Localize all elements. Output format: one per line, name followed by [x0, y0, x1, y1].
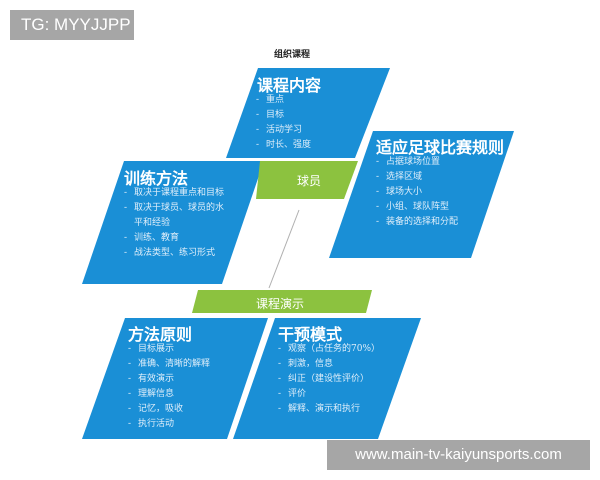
course-demo-bar-shape	[192, 290, 372, 313]
list-item-continuation: 平和经验	[134, 218, 171, 228]
list-item: -活动学习	[256, 125, 303, 135]
list-item: -解释、演示和执行	[278, 404, 361, 414]
players-label: 球员	[297, 174, 322, 188]
list-item: -取决于球员、球员的水	[124, 203, 225, 213]
course-content-shape	[226, 68, 390, 158]
watermark-top-left: TG: MYYJJPP	[10, 10, 134, 40]
list-item: -纠正（建设性评价）	[278, 374, 370, 384]
list-item: -球场大小	[376, 187, 423, 197]
method-principles-shape	[82, 318, 268, 439]
diagram-title: 组织课程	[274, 50, 311, 60]
intervention-mode-label: 干预模式	[278, 325, 343, 344]
course-content-label: 课程内容	[257, 76, 322, 95]
connector-line	[268, 209, 300, 289]
watermark-url: www.main-tv-kaiyunsports.com	[327, 440, 590, 470]
match-rules-label: 适应足球比赛规则	[376, 138, 505, 157]
training-method-label: 训练方法	[124, 169, 189, 188]
list-item: -理解信息	[128, 389, 175, 399]
intervention-mode-list: -观察（占任务的70%） -刺激，信息 -纠正（建设性评价） -评价 -解释、演…	[278, 342, 380, 417]
intervention-mode-shape	[233, 318, 421, 439]
list-item: -观察（占任务的70%）	[278, 344, 381, 354]
method-principles-label: 方法原则	[128, 325, 193, 344]
course-content-list: -重点 -目标 -活动学习 -时长、强度	[256, 93, 311, 153]
match-rules-list: -占据球场位置 -选择区域 -球场大小 -小组、球队阵型 -装备的选择和分配	[376, 155, 458, 230]
list-item: -训练、教育	[124, 233, 180, 243]
list-item: -时长、强度	[256, 140, 312, 150]
list-item: -装备的选择和分配	[376, 217, 459, 227]
list-item: -准确、清晰的解释	[128, 359, 211, 369]
list-item: -有效演示	[128, 374, 175, 384]
match-rules-shape	[329, 131, 514, 258]
list-item: -小组、球队阵型	[376, 202, 450, 212]
training-method-shape	[82, 161, 264, 284]
players-bar-shape	[256, 161, 358, 199]
list-item: -占据球场位置	[376, 157, 441, 167]
list-item: -记忆，吸收	[128, 404, 184, 414]
list-item: -执行活动	[128, 419, 175, 429]
list-item: -目标	[256, 110, 285, 120]
list-item: -战法类型、练习形式	[124, 248, 216, 258]
list-item: -重点	[256, 95, 285, 105]
training-method-list: -取决于课程重点和目标 -取决于球员、球员的水 平和经验 -训练、教育 -战法类…	[124, 186, 224, 261]
list-item: -评价	[278, 389, 307, 399]
course-demo-label: 课程演示	[256, 297, 305, 311]
list-item: -选择区域	[376, 172, 423, 182]
method-principles-list: -目标展示 -准确、清晰的解释 -有效演示 -理解信息 -记忆，吸收 -执行活动	[128, 342, 210, 432]
list-item: -取决于课程重点和目标	[124, 188, 225, 198]
list-item: -刺激，信息	[278, 359, 334, 369]
list-item: -目标展示	[128, 344, 175, 354]
